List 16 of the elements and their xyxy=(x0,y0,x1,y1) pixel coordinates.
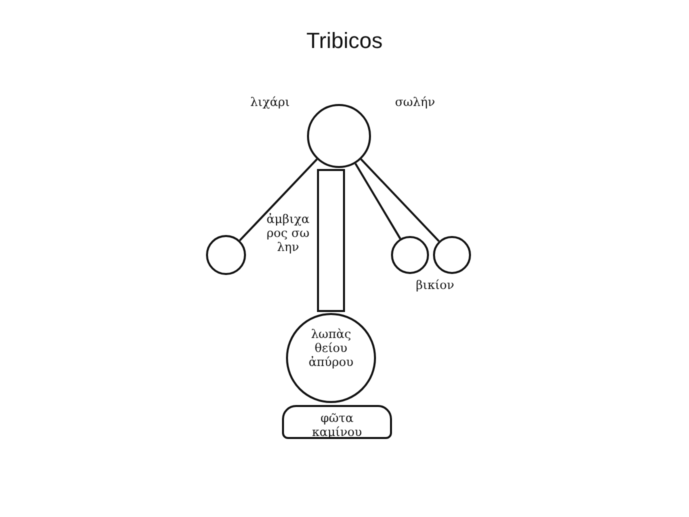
annotation-label: βικίον xyxy=(414,278,456,292)
flask-circle xyxy=(307,104,371,168)
column-bar xyxy=(317,169,345,312)
flask-circle xyxy=(206,235,246,275)
annotation-label: ἀμβιχα ρος σω λην xyxy=(266,212,310,254)
vessel-label: λωπὰς θείου ἀπύρου xyxy=(308,327,354,369)
flask-circle xyxy=(391,236,429,274)
furnace-base xyxy=(282,405,392,439)
annotation-label: σωλήν xyxy=(394,95,436,109)
annotation-label: λιχάρι xyxy=(249,95,291,109)
tube-line xyxy=(360,158,440,242)
tube-line xyxy=(239,158,318,242)
title: Tribicos xyxy=(305,28,384,54)
vessel-label: φῶτα καμίνου xyxy=(311,411,363,439)
flask-circle xyxy=(433,236,471,274)
tube-line xyxy=(354,162,402,240)
